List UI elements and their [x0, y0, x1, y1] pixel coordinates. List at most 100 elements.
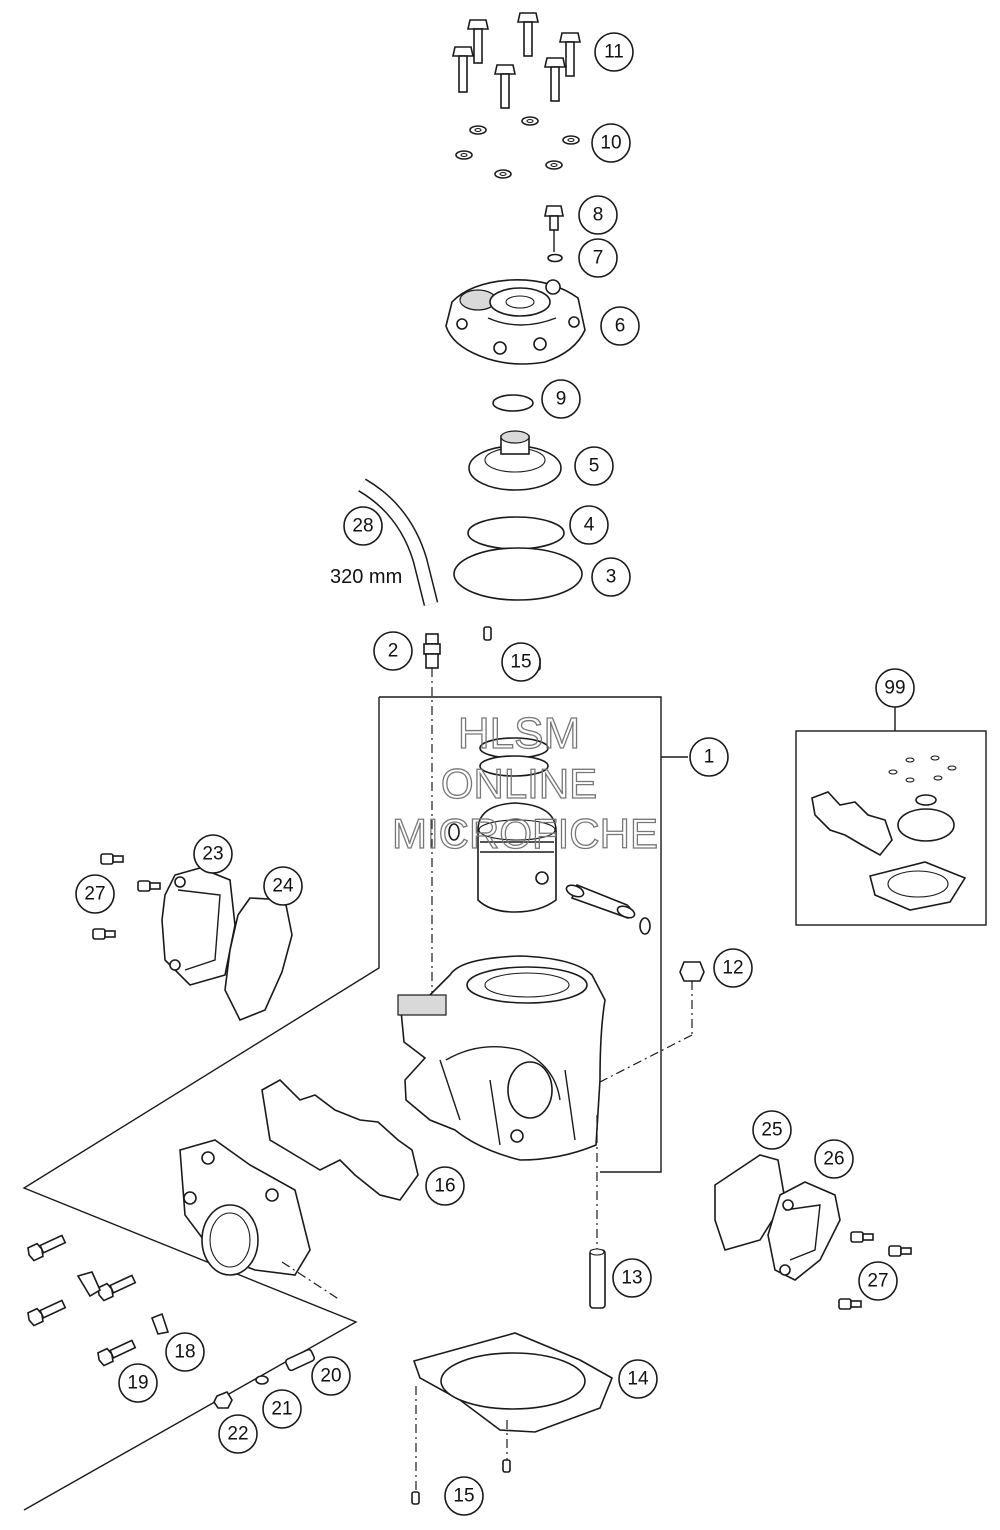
svg-text:26: 26 [823, 1149, 844, 1170]
callout-10[interactable]: 10 [591, 123, 631, 163]
hose-nipple [423, 633, 441, 1010]
svg-text:15: 15 [510, 652, 531, 673]
callout-4[interactable]: 4 [569, 505, 609, 545]
nut [213, 1391, 233, 1409]
svg-text:27: 27 [84, 884, 105, 905]
cylinder-group-frame [379, 696, 662, 1173]
svg-text:23: 23 [202, 844, 223, 865]
callout-22[interactable]: 22 [218, 1414, 258, 1454]
piston [477, 802, 557, 913]
svg-text:1: 1 [704, 747, 715, 768]
svg-text:5: 5 [589, 456, 600, 477]
washer [255, 1375, 269, 1385]
locking-plate [150, 1312, 170, 1335]
dowel-pin [411, 1491, 420, 1505]
svg-text:20: 20 [320, 1366, 341, 1387]
callout-6[interactable]: 6 [600, 306, 640, 346]
svg-text:9: 9 [556, 389, 567, 410]
svg-text:2: 2 [388, 641, 399, 662]
dowel-pin [502, 1459, 511, 1473]
callout-14[interactable]: 14 [618, 1359, 658, 1399]
svg-text:21: 21 [271, 1399, 292, 1420]
valve-cover-gasket-left [224, 897, 293, 1022]
piston-pin [565, 883, 636, 919]
circlip [639, 917, 651, 935]
head-washers [455, 116, 580, 179]
cylinder-nut [599, 961, 705, 1083]
callout-27[interactable]: 27 [858, 1261, 898, 1301]
svg-text:10: 10 [600, 133, 621, 154]
watermark-line-3: MICROFICHE [392, 810, 658, 857]
locking-plate [76, 1271, 102, 1298]
cylinder-stud [589, 1115, 606, 1309]
cover-screw [92, 853, 161, 940]
head-bolts [452, 12, 581, 109]
cover-screw [838, 1231, 912, 1310]
o-ring-inner [467, 516, 565, 550]
o-ring-outer [453, 547, 583, 601]
callout-15[interactable]: 15 [501, 642, 541, 682]
svg-text:28: 28 [352, 516, 373, 537]
exhaust-valve-cover-left [161, 867, 236, 986]
callout-24[interactable]: 24 [263, 866, 303, 906]
head-o-ring [492, 394, 534, 412]
cylinder [397, 955, 606, 1161]
svg-text:13: 13 [621, 1268, 642, 1289]
svg-text:25: 25 [761, 1120, 782, 1141]
svg-text:12: 12 [722, 958, 743, 979]
svg-text:16: 16 [434, 1176, 455, 1197]
svg-text:19: 19 [127, 1373, 148, 1394]
svg-text:15: 15 [453, 1486, 474, 1507]
callout-18[interactable]: 18 [165, 1332, 205, 1372]
exhaust-control-housing [179, 1139, 311, 1276]
svg-text:99: 99 [884, 678, 905, 699]
callout-9[interactable]: 9 [541, 379, 581, 419]
dowel-pin [483, 626, 492, 641]
gasket-kit-box [795, 705, 987, 926]
svg-text:11: 11 [604, 42, 624, 63]
callout-15[interactable]: 15 [444, 1476, 484, 1516]
callout-11[interactable]: 11 [594, 32, 634, 72]
callout-27[interactable]: 27 [75, 874, 115, 914]
callout-5[interactable]: 5 [574, 446, 614, 486]
callout-99[interactable]: 99 [875, 668, 915, 708]
cylinder-head [445, 279, 586, 365]
callout-25[interactable]: 25 [752, 1110, 792, 1150]
callout-12[interactable]: 12 [713, 948, 753, 988]
callout-21[interactable]: 21 [262, 1389, 302, 1429]
temp-sensor-bolt [544, 205, 564, 263]
svg-text:18: 18 [174, 1342, 195, 1363]
callout-26[interactable]: 26 [814, 1139, 854, 1179]
callout-7[interactable]: 7 [578, 238, 618, 278]
svg-text:24: 24 [272, 876, 294, 897]
callout-20[interactable]: 20 [311, 1356, 351, 1396]
callout-3[interactable]: 3 [591, 557, 631, 597]
callout-19[interactable]: 19 [118, 1363, 158, 1403]
callout-23[interactable]: 23 [193, 834, 233, 874]
callout-1[interactable]: 1 [689, 737, 729, 777]
svg-text:8: 8 [593, 205, 604, 226]
flange-bolts [27, 1234, 137, 1367]
callout-8[interactable]: 8 [578, 195, 618, 235]
piston-ring [479, 755, 549, 777]
callout-2[interactable]: 2 [373, 631, 413, 671]
base-gasket [412, 1332, 614, 1492]
svg-text:4: 4 [584, 515, 595, 536]
svg-text:3: 3 [606, 567, 617, 588]
callout-28[interactable]: 28 [343, 506, 383, 546]
combustion-chamber-insert [468, 430, 562, 491]
circlip [448, 823, 460, 841]
svg-text:27: 27 [867, 1271, 888, 1292]
exhaust-flange-gasket [261, 1079, 419, 1201]
watermark-line-2: ONLINE [441, 760, 597, 807]
callout-16[interactable]: 16 [425, 1166, 465, 1206]
svg-text:22: 22 [227, 1424, 248, 1445]
svg-text:14: 14 [627, 1369, 649, 1390]
svg-text:6: 6 [615, 316, 626, 337]
callout-13[interactable]: 13 [612, 1258, 652, 1298]
hose-length-label: 320 mm [330, 566, 402, 588]
exhaust-valve-cover-right [767, 1181, 841, 1281]
watermark-line-1: HLSM [458, 709, 580, 758]
svg-text:7: 7 [593, 248, 604, 269]
